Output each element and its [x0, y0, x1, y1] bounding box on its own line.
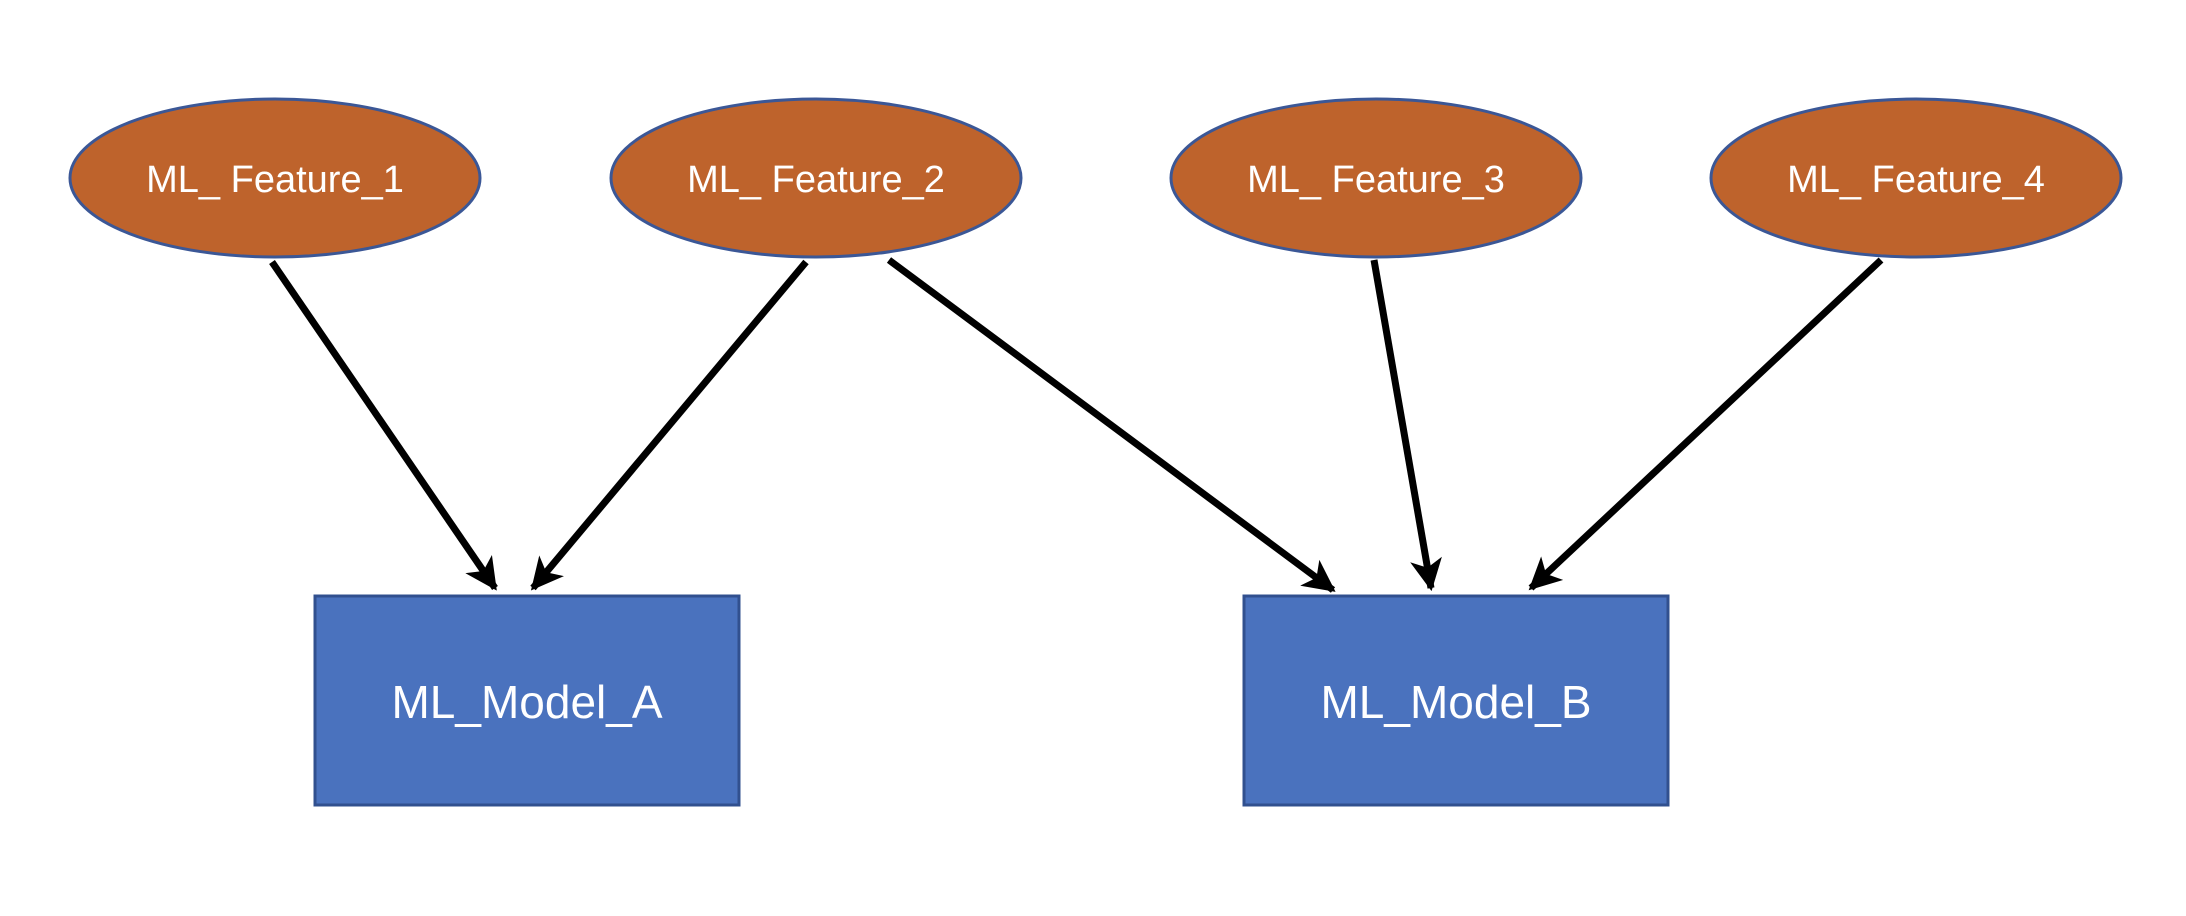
feature-2-label: ML_ Feature_2: [687, 159, 945, 201]
model-b-label: ML_Model_B: [1320, 676, 1591, 728]
feature-3-label: ML_ Feature_3: [1247, 159, 1505, 201]
edge-layer: [269, 257, 1884, 593]
edge-feature2-to-modelB: [886, 257, 1336, 593]
feature-2-ellipse: [609, 97, 1023, 259]
node-ml-feature-2: ML_ Feature_2: [609, 97, 1023, 259]
node-ml-feature-3: ML_ Feature_3: [1169, 97, 1583, 259]
edge-feature1-to-modelA: [269, 260, 498, 591]
node-ml-feature-4: ML_ Feature_4: [1709, 97, 2123, 259]
model-a-rect: [313, 594, 741, 807]
model-b-rect: [1242, 594, 1670, 807]
feature-4-ellipse: [1709, 97, 2123, 259]
edge-feature2-to-modelA: [530, 259, 809, 591]
edge-feature3-to-modelB: [1370, 259, 1442, 592]
feature-4-label: ML_ Feature_4: [1787, 159, 2045, 201]
feature-1-ellipse: [68, 97, 482, 259]
feature-1-label: ML_ Feature_1: [146, 159, 404, 201]
node-ml-model-b: ML_Model_B: [1242, 594, 1670, 807]
node-ml-model-a: ML_Model_A: [313, 594, 741, 807]
edge-feature4-to-modelB: [1528, 257, 1884, 591]
model-a-label: ML_Model_A: [391, 676, 662, 728]
feature-3-ellipse: [1169, 97, 1583, 259]
node-ml-feature-1: ML_ Feature_1: [68, 97, 482, 259]
